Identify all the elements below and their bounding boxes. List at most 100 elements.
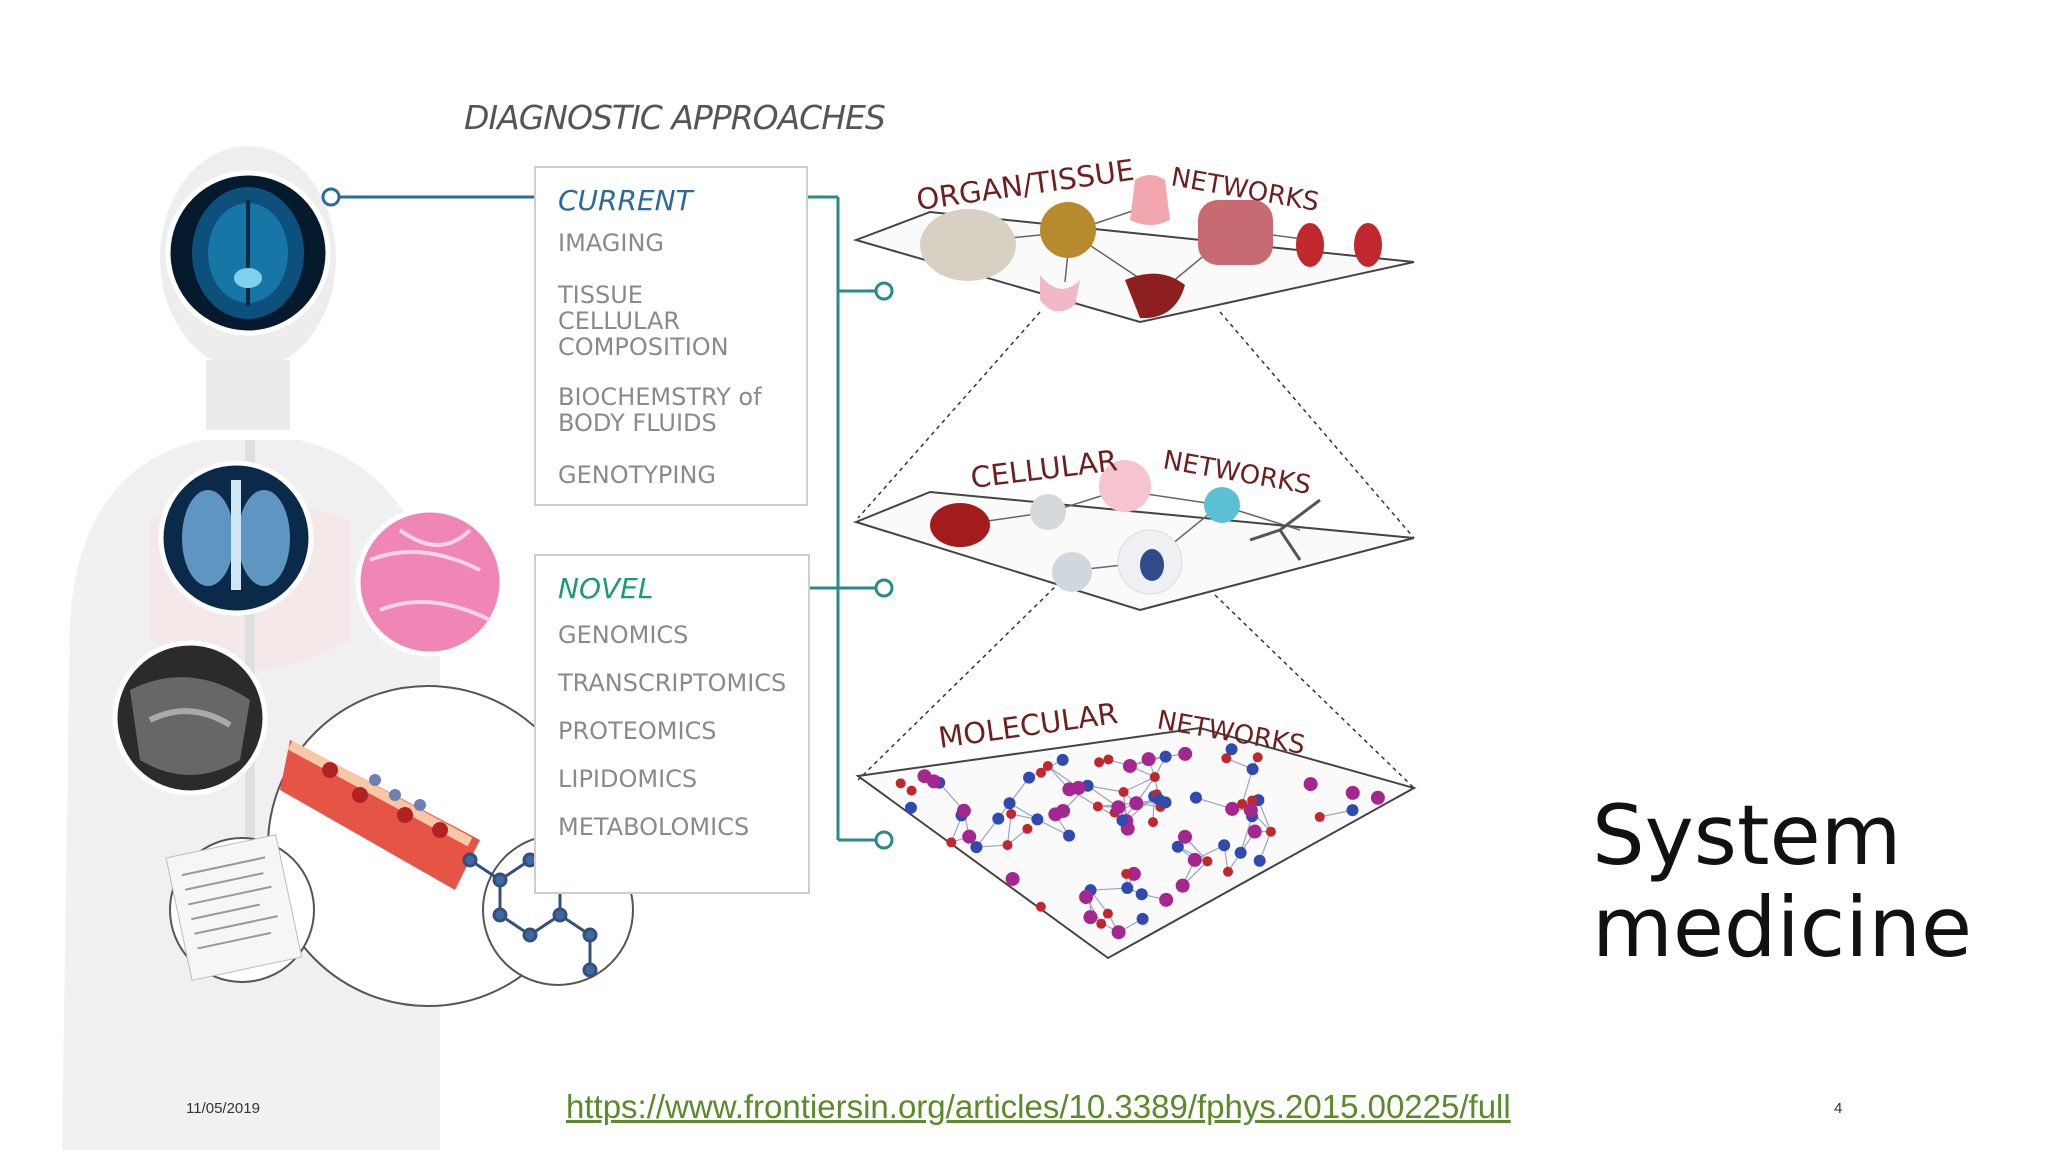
molecular-node	[1187, 852, 1202, 867]
slide-title: System medicine	[1592, 787, 1973, 976]
molecular-node	[906, 785, 917, 796]
cellular-label-right: NETWORKS	[1161, 445, 1313, 501]
molecular-node	[1237, 798, 1248, 809]
molecular-node	[1003, 797, 1016, 810]
molecular-node	[1221, 753, 1232, 764]
molecular-node	[1118, 787, 1129, 798]
molecular-node	[1253, 854, 1266, 867]
slide-date: 11/05/2019	[186, 1100, 260, 1117]
pyramid-dashed-lines	[857, 311, 1415, 789]
molecular-node	[1102, 908, 1113, 919]
molecular-node	[970, 841, 983, 854]
molecular-node	[1202, 856, 1213, 867]
molecular-edge	[1090, 887, 1128, 891]
molecular-node	[1126, 866, 1141, 881]
molecular-node	[1303, 777, 1318, 792]
current-item-biochemistry: BIOCHEMSTRY of BODY FLUIDS	[558, 383, 762, 437]
molecular-plane	[855, 726, 1417, 960]
molecular-node	[962, 829, 977, 844]
molecular-edge	[1240, 816, 1253, 853]
cellular-plane	[853, 460, 1415, 612]
molecular-node	[1006, 808, 1017, 819]
slide-page-number: 4	[1834, 1100, 1843, 1117]
molecular-node	[1175, 878, 1190, 893]
molecular-node	[1079, 890, 1094, 905]
molecular-edge	[1006, 813, 1012, 846]
molecular-node	[1031, 813, 1044, 826]
current-item-tissue: TISSUE CELLULAR COMPOSITION	[558, 281, 729, 361]
organ-label-left: ORGAN/TISSUE	[914, 153, 1136, 217]
molecular-node	[1314, 811, 1325, 822]
molecular-node	[1159, 750, 1172, 763]
molecular-node	[895, 778, 906, 789]
molecular-node	[1111, 800, 1126, 815]
molecular-node	[1136, 912, 1149, 925]
novel-item-lipidomics: LIPIDOMICS	[558, 765, 698, 793]
organ-tissue-plane	[852, 175, 1415, 324]
ultrasound-icon	[112, 640, 268, 796]
diagram-heading: DIAGNOSTIC APPROACHES	[464, 98, 886, 137]
molecular-node	[1116, 814, 1129, 827]
molecular-node	[917, 769, 932, 784]
brain-scan-icon	[165, 170, 331, 336]
novel-item-metabolomics: METABOLOMICS	[558, 813, 750, 841]
molecular-node	[1135, 888, 1148, 901]
molecular-node	[992, 812, 1005, 825]
molecular-node	[1092, 801, 1103, 812]
molecular-node	[1234, 846, 1247, 859]
molecular-node	[1005, 871, 1020, 886]
molecular-node	[1121, 868, 1132, 879]
molecular-node	[1023, 771, 1036, 784]
molecular-edge	[1241, 768, 1254, 805]
molecular-node	[1122, 758, 1137, 773]
molecular-edge	[1123, 776, 1156, 793]
molecular-node	[1141, 752, 1156, 767]
molecular-node	[1129, 796, 1144, 811]
current-label: CURRENT	[558, 184, 699, 217]
molecular-node	[1149, 772, 1160, 783]
molecular-node	[1159, 796, 1172, 809]
molecular-node	[1048, 807, 1063, 822]
histology-icon	[355, 507, 505, 657]
current-item-genotyping: GENOTYPING	[558, 461, 717, 489]
molecular-edge	[1087, 785, 1124, 793]
molecular-node	[1042, 760, 1053, 771]
molecular-node	[1002, 840, 1013, 851]
molecular-node	[1177, 829, 1192, 844]
novel-item-proteomics: PROTEOMICS	[558, 717, 717, 745]
molecular-node	[1346, 804, 1359, 817]
molecular-node	[1265, 826, 1276, 837]
molecular-node	[1247, 824, 1262, 839]
molecular-node	[1103, 754, 1114, 765]
current-item-imaging: IMAGING	[558, 229, 665, 257]
molecular-node	[1147, 817, 1158, 828]
molecular-node	[1036, 767, 1047, 778]
molecular-node	[1096, 918, 1107, 929]
lab-report-icon	[165, 834, 315, 983]
molecular-node	[1171, 840, 1184, 853]
molecular-node	[1071, 780, 1086, 795]
novel-label: NOVEL	[558, 572, 660, 605]
source-link[interactable]: https://www.frontiersin.org/articles/10.…	[566, 1088, 1511, 1125]
cellular-label-left: CELLULAR	[969, 443, 1120, 495]
molecular-node	[1246, 763, 1259, 776]
molecular-node	[1094, 757, 1105, 768]
molecular-node	[1035, 901, 1046, 912]
molecular-node	[1225, 801, 1240, 816]
molecular-node	[1370, 790, 1385, 805]
novel-item-transcriptomics: TRANSCRIPTOMICS	[558, 669, 787, 697]
molecular-node	[1083, 910, 1098, 925]
molecular-node	[1063, 829, 1076, 842]
molecular-node	[904, 801, 917, 814]
chest-xray-icon	[158, 460, 314, 616]
molecular-node	[1243, 803, 1258, 818]
molecular-node	[1022, 823, 1033, 834]
molecular-node	[1345, 785, 1360, 800]
molecular-node	[946, 837, 957, 848]
molecular-node	[1223, 866, 1234, 877]
novel-item-genomics: GENOMICS	[558, 621, 689, 649]
molecular-node	[1121, 882, 1134, 895]
molecular-node	[1111, 925, 1126, 940]
